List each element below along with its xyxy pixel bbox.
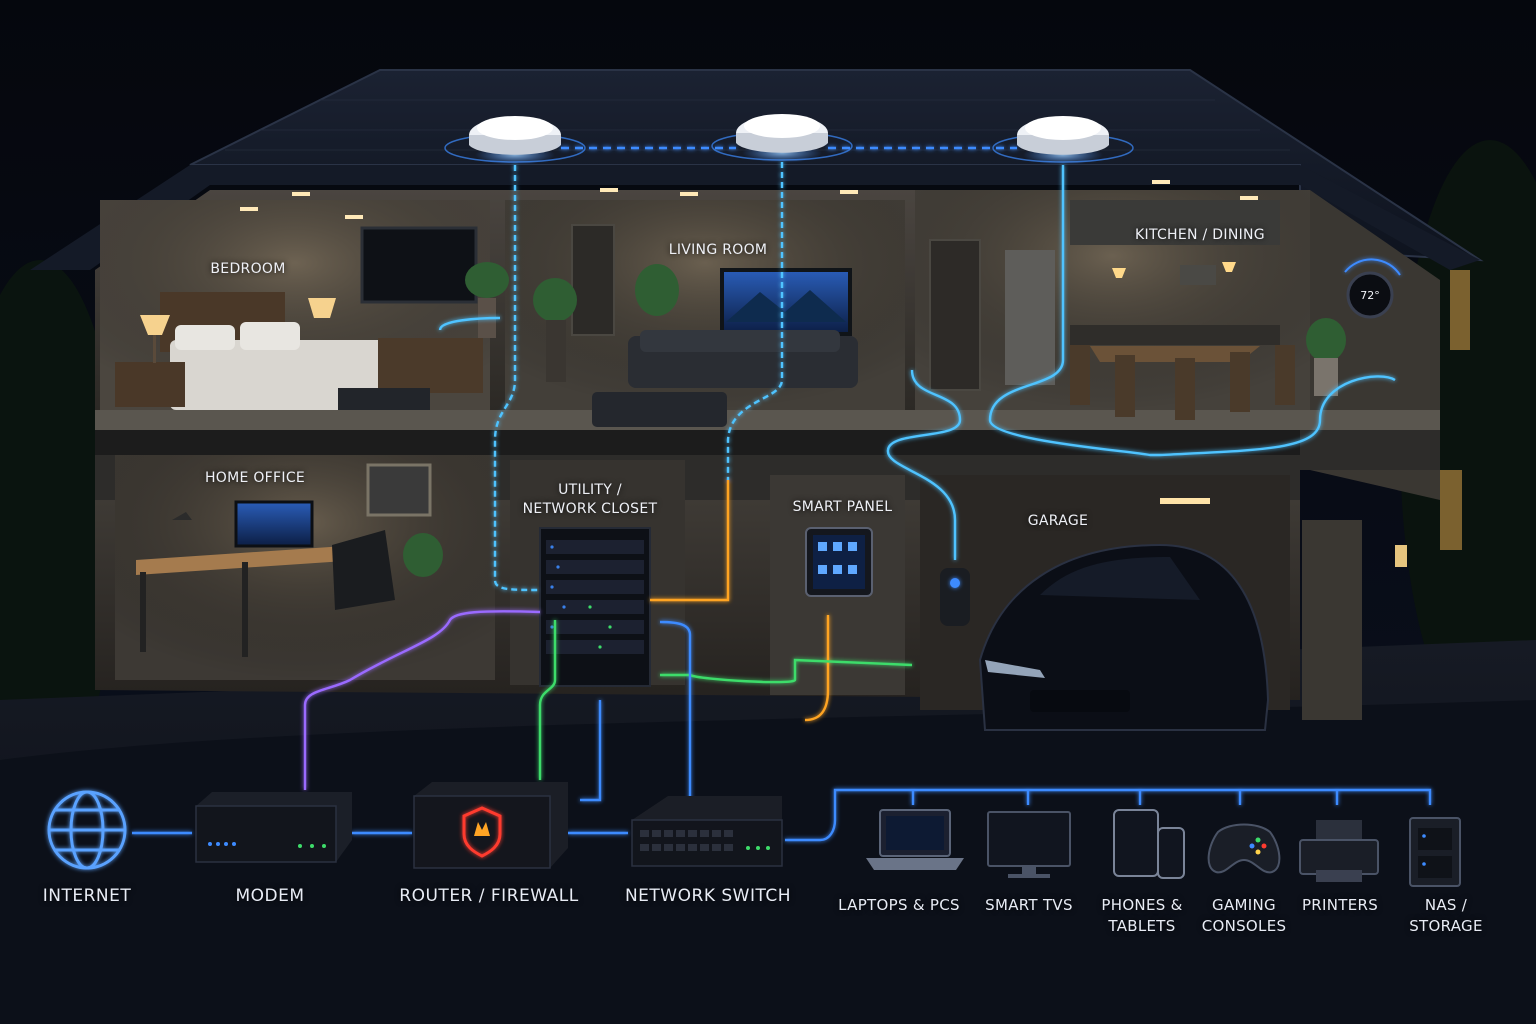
access-point-3 [992,116,1134,165]
device-label-smart-tvs: SMART TVS [985,896,1073,914]
chain-label-network-switch: NETWORK SWITCH [624,886,792,906]
device-label-laptops: LAPTOPS & PCS [838,896,960,914]
thermostat [1346,271,1394,319]
room-label-bedroom: BEDROOM [210,261,286,277]
room-label-garage: GARAGE [1027,513,1089,529]
gamepad-icon [1207,823,1281,874]
chain-label-modem: MODEM [235,886,305,906]
device-label-phones-tablets: PHONES & TABLETS [1101,896,1183,935]
device-label-nas-storage: NAS / STORAGE [1409,896,1483,935]
laptop-icon [866,809,964,870]
phone-tablet-icon [1113,809,1185,879]
room-label-smart-panel: SMART PANEL [792,499,893,515]
room-label-network-closet: UTILITY / NETWORK CLOSET [522,482,658,517]
modem-icon [195,792,352,863]
device-label-printers: PRINTERS [1301,896,1379,914]
nas-storage-icon [1409,817,1461,887]
printer-icon [1299,820,1379,882]
chain-label-internet: INTERNET [42,886,132,906]
access-point-1 [444,116,586,165]
room-label-living-room: LIVING ROOM [668,242,768,258]
room-label-home-office: HOME OFFICE [204,470,306,486]
firewall-shield-icon [413,782,568,869]
thermostat-reading: 72° [1360,289,1380,302]
access-point-2 [711,114,853,163]
chain-label-router-firewall: ROUTER / FIREWALL [399,886,579,906]
tv-icon [987,811,1071,878]
room-label-kitchen-dining: KITCHEN / DINING [1135,227,1265,243]
network-switch-icon [631,796,783,867]
globe-icon [47,790,127,870]
device-label-gaming-consoles: GAMING CONSOLES [1201,896,1287,935]
